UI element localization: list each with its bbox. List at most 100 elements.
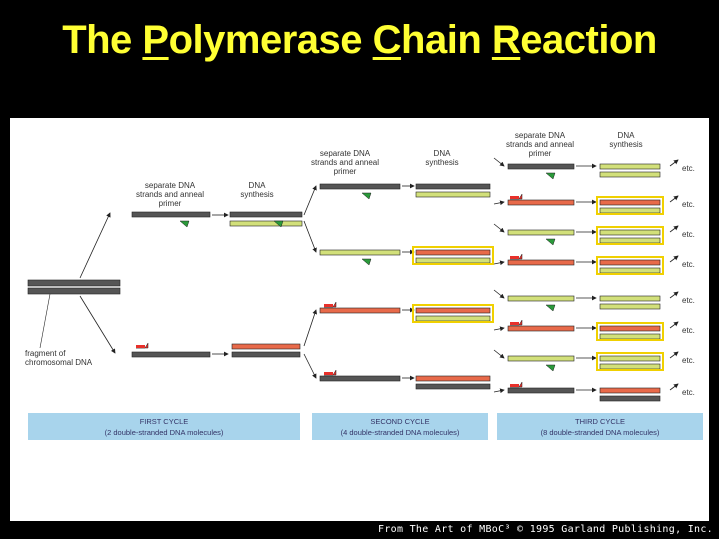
- etc-label-3: etc.: [682, 260, 695, 269]
- primer-green: [545, 364, 556, 372]
- c3-product-top-5: [599, 325, 661, 332]
- chromosome-strand-top: [27, 279, 121, 287]
- c1-top-product-new: [229, 220, 303, 227]
- arrow-c3-split-4: [493, 289, 505, 299]
- c3-product-top-2: [599, 229, 661, 236]
- c3-template-1: [507, 199, 575, 206]
- c3-template-2: [507, 229, 575, 236]
- c3-highlight-6: [596, 352, 664, 371]
- arrow-etc-1: [669, 195, 679, 203]
- title-letter-r: R: [491, 18, 521, 62]
- cycle-subtitle-3: (8 double-stranded DNA molecules): [541, 428, 660, 437]
- arrow-etc-2: [669, 225, 679, 233]
- arrow-etc-3: [669, 255, 679, 263]
- c2-product-bottom-2: [415, 315, 491, 322]
- c2-highlight-2: [412, 304, 494, 323]
- c2-template-2: [319, 307, 401, 314]
- c3-product-bottom-2: [599, 237, 661, 244]
- arrow-cycle1-up: [79, 212, 111, 279]
- c2-template-3: [319, 375, 401, 382]
- c3-template-5: [507, 325, 575, 332]
- c3-highlight-1: [596, 196, 664, 215]
- arrow-etc-0: [669, 159, 679, 167]
- c3-product-bottom-4: [599, 303, 661, 310]
- c3-product-top-4: [599, 295, 661, 302]
- c2-product-bottom-0: [415, 191, 491, 198]
- arrow-etc-6: [669, 351, 679, 359]
- c1-top-primer: [179, 220, 190, 228]
- c1-bottom-product-new: [231, 343, 301, 350]
- cycle-title-2: SECOND CYCLE: [370, 417, 429, 426]
- c2-product-top-0: [415, 183, 491, 190]
- primer-green: [273, 220, 284, 228]
- c3-product-top-1: [599, 199, 661, 206]
- primer-red-body: [510, 196, 519, 199]
- fragment-pointer: [39, 293, 51, 349]
- cycle-bar-1: [28, 413, 300, 440]
- cycle-subtitle-1: (2 double-stranded DNA molecules): [105, 428, 224, 437]
- c2-product-top-3: [415, 375, 491, 382]
- etc-label-7: etc.: [682, 388, 695, 397]
- arrow-c2-split-0: [303, 185, 317, 216]
- primer-green: [361, 258, 372, 266]
- c1-bottom-template: [131, 351, 211, 358]
- arrow-c3-split-5: [493, 326, 505, 332]
- c3-product-top-7: [599, 387, 661, 394]
- c2-product-bottom-1: [415, 257, 491, 264]
- c3-product-top-0: [599, 163, 661, 170]
- c2-highlight-1: [412, 246, 494, 265]
- c2-product-bottom-3: [415, 383, 491, 390]
- arrow-etc-4: [669, 291, 679, 299]
- arrow-c3-split-7: [493, 388, 505, 394]
- c3-highlight-3: [596, 256, 664, 275]
- cycle-bar-2: [312, 413, 488, 440]
- c2-product-top-1: [415, 249, 491, 256]
- arrow-c2-split-1: [303, 220, 317, 253]
- primer-red-body: [510, 384, 519, 387]
- arrow-c3-split-3: [493, 260, 505, 266]
- c3-product-top-6: [599, 355, 661, 362]
- c2-product-top-2: [415, 307, 491, 314]
- etc-label-2: etc.: [682, 230, 695, 239]
- c3-product-bottom-0: [599, 171, 661, 178]
- c3-template-3: [507, 259, 575, 266]
- c3-highlight-5: [596, 322, 664, 341]
- c1-top-template: [131, 211, 211, 218]
- cycle-title-1: FIRST CYCLE: [140, 417, 189, 426]
- etc-label-6: etc.: [682, 356, 695, 365]
- c3-template-0: [507, 163, 575, 170]
- c2-template-1: [319, 249, 401, 256]
- title-letter-c: C: [372, 18, 402, 62]
- c3-product-top-3: [599, 259, 661, 266]
- primer-green: [361, 192, 372, 200]
- arrow-cycle1-down: [79, 295, 116, 354]
- c2-template-0: [319, 183, 401, 190]
- primer-green: [545, 172, 556, 180]
- c3-template-6: [507, 355, 575, 362]
- c3-highlight-2: [596, 226, 664, 245]
- primer-red-body: [324, 304, 333, 307]
- c1-top-product-template: [229, 211, 303, 218]
- c3-product-bottom-1: [599, 207, 661, 214]
- arrow-etc-5: [669, 321, 679, 329]
- cycle-bar-3: [497, 413, 703, 440]
- primer-green: [545, 238, 556, 246]
- c3-product-bottom-6: [599, 363, 661, 370]
- c3-template-4: [507, 295, 575, 302]
- etc-label-5: etc.: [682, 326, 695, 335]
- etc-label-0: etc.: [682, 164, 695, 173]
- etc-label-4: etc.: [682, 296, 695, 305]
- arrow-c3-split-2: [493, 223, 505, 233]
- arrow-c3-split-0: [493, 157, 505, 167]
- c3-product-bottom-7: [599, 395, 661, 402]
- c3-template-7: [507, 387, 575, 394]
- primer-red-body: [136, 345, 145, 348]
- arrow-c3-split-6: [493, 349, 505, 359]
